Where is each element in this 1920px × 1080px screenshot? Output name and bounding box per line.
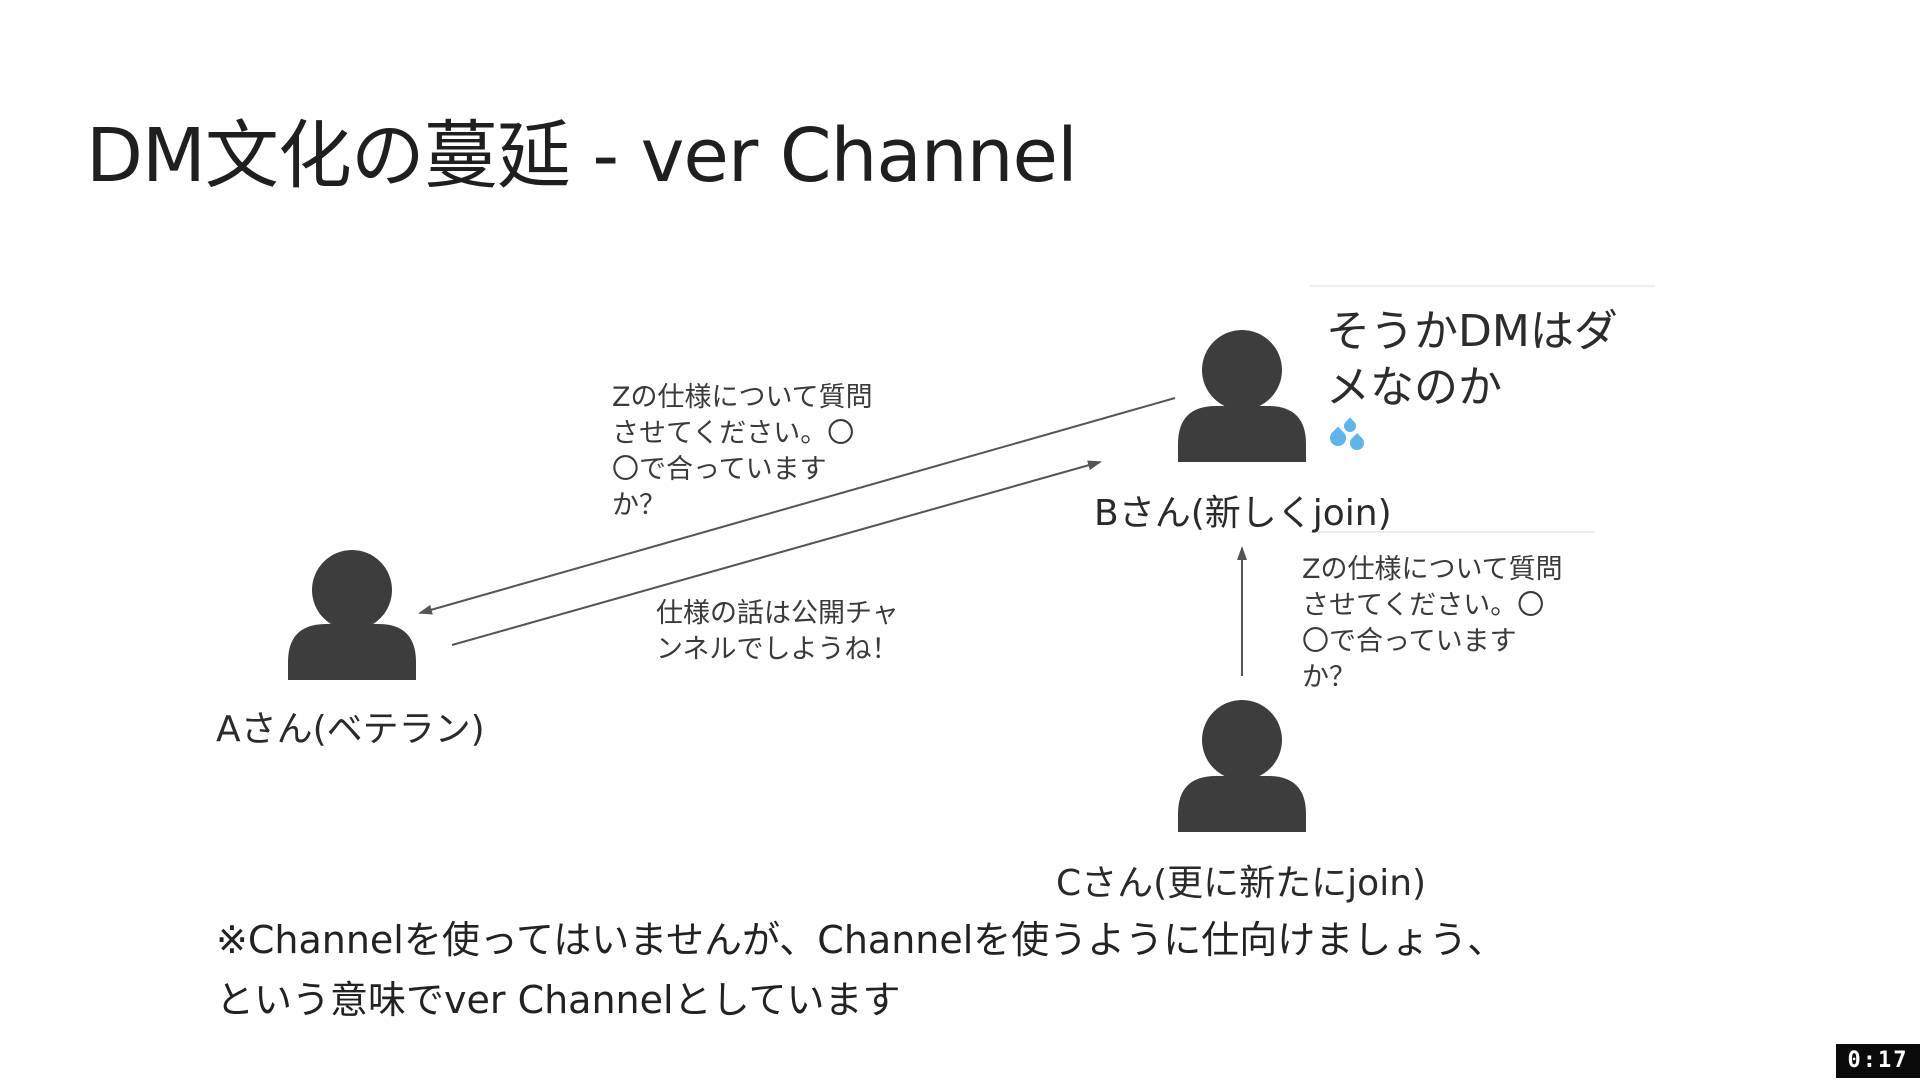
thought-line: そうかDMはダ <box>1326 306 1618 357</box>
person-b-icon <box>1178 330 1306 462</box>
message-line: 〇で合っています <box>1302 626 1517 657</box>
message-line: か？ <box>1302 662 1356 693</box>
thought-line-2: メなのか <box>1326 360 1618 456</box>
message-line: か？ <box>612 490 666 521</box>
footnote: ※Channelを使ってはいませんが、Channelを使うように仕向けましょう、… <box>216 910 1505 1030</box>
footnote-line: という意味でver Channelとしています <box>216 978 901 1022</box>
message-a-to-b: 仕様の話は公開チャ ンネルでしようね！ <box>656 596 899 668</box>
person-b-thought: そうかDMはダ メなのか <box>1326 304 1618 456</box>
message-line: 〇で合っています <box>612 454 827 485</box>
person-a-icon <box>288 550 416 680</box>
message-c-to-b: Zの仕様について質問 させてください。〇 〇で合っています か？ <box>1302 552 1563 696</box>
sweat-droplets-icon <box>1326 416 1370 456</box>
person-a-label: Aさん(ベテラン) <box>216 709 485 750</box>
message-line: 仕様の話は公開チャ <box>656 598 899 629</box>
video-timer: 0:17 <box>1836 1044 1920 1078</box>
person-c-label: Cさん(更に新たにjoin) <box>1056 863 1427 904</box>
arrow-b-to-a <box>418 397 1176 615</box>
arrow-a-to-b <box>451 460 1102 646</box>
message-line: させてください。〇 <box>612 418 855 449</box>
person-b-label: Bさん(新しくjoin) <box>1094 493 1392 534</box>
message-line: Zの仕様について質問 <box>612 382 873 413</box>
message-line: させてください。〇 <box>1302 590 1545 621</box>
message-line: Zの仕様について質問 <box>1302 554 1563 585</box>
message-line: ンネルでしようね！ <box>656 634 899 665</box>
footnote-line: ※Channelを使ってはいませんが、Channelを使うように仕向けましょう、 <box>216 918 1506 962</box>
thought-text: メなのか <box>1326 362 1502 413</box>
person-c-icon <box>1178 700 1306 832</box>
message-b-to-a: Zの仕様について質問 させてください。〇 〇で合っています か？ <box>612 380 873 524</box>
slide-title: DM文化の蔓延 - ver Channel <box>86 113 1078 199</box>
